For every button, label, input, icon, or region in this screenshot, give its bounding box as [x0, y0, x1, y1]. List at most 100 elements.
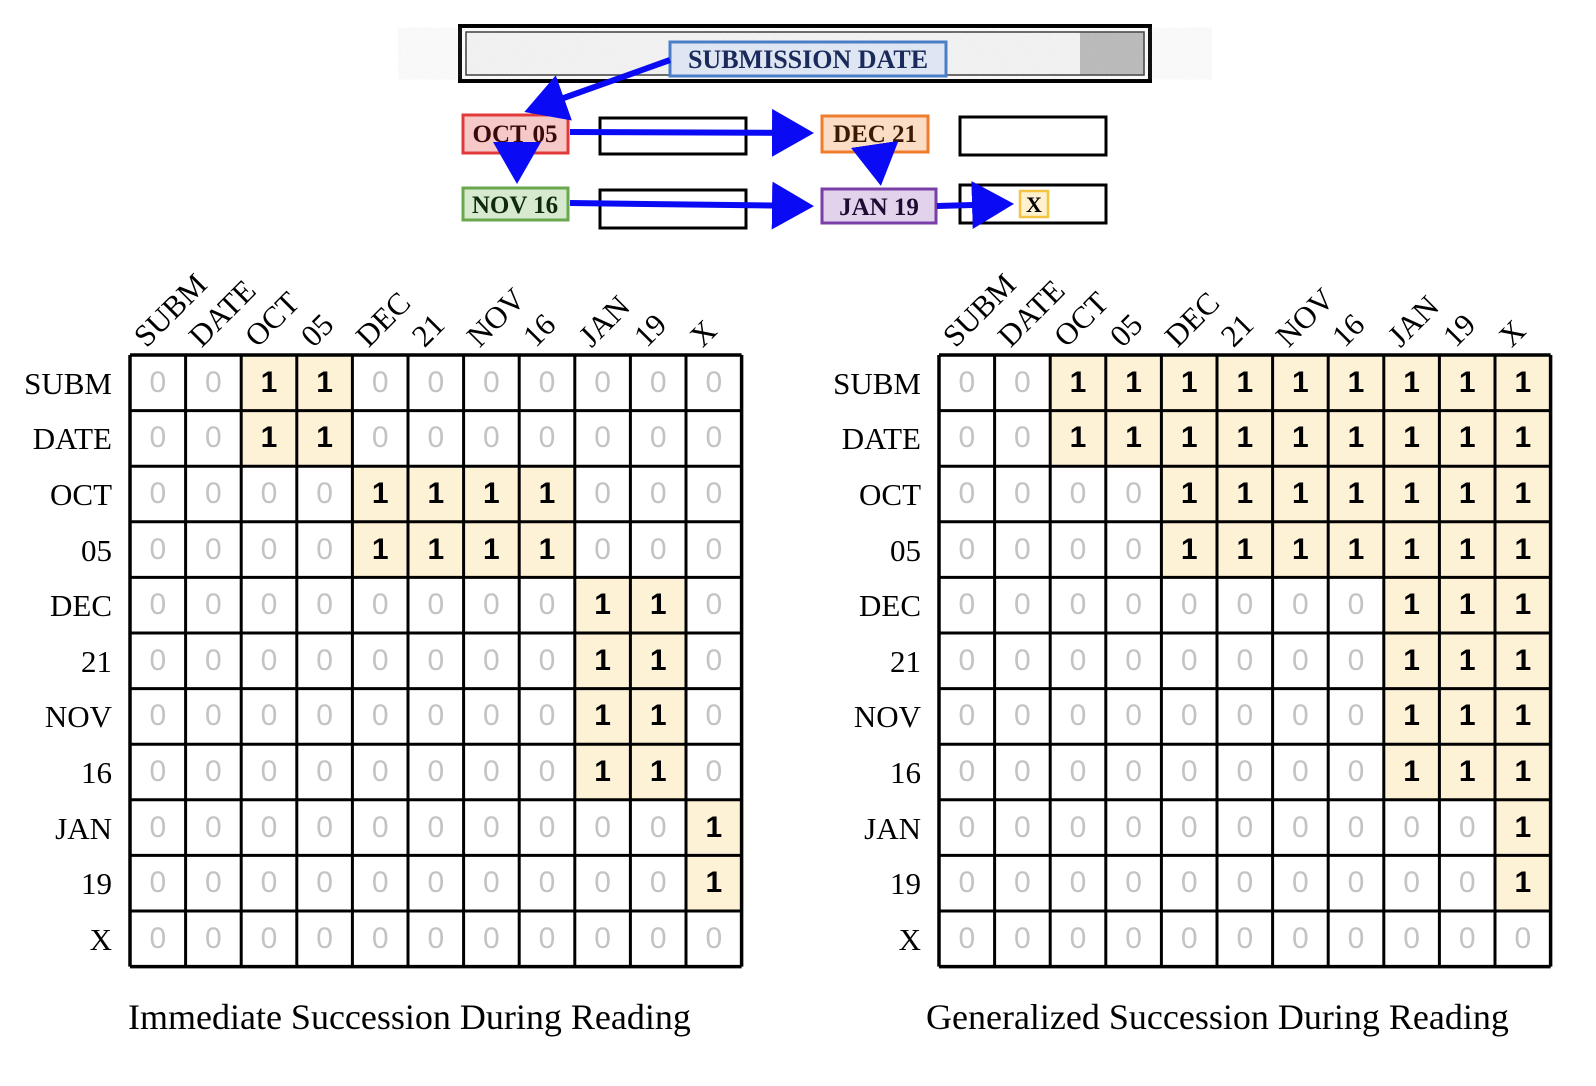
matrix-cell: 0: [705, 365, 723, 399]
matrix-cell: 0: [205, 365, 222, 399]
row-label-oct: OCT: [50, 477, 112, 512]
matrix-cell: 0: [260, 532, 278, 566]
matrix-cell: 0: [958, 476, 976, 510]
matrix-cell: 0: [260, 810, 278, 844]
field-oct05: OCT 05: [461, 113, 570, 155]
matrix-cell: 0: [594, 421, 611, 455]
arrow-dec21-to-jan19: [850, 140, 899, 186]
matrix-cell: 1: [686, 799, 742, 856]
matrix-cell: 0: [1014, 699, 1031, 733]
matrix-cell: 0: [483, 365, 500, 399]
column-label-21: 21: [404, 306, 452, 354]
caption-generalized: Generalized Succession During Reading: [926, 997, 1509, 1037]
matrix-cell: 1: [1495, 410, 1551, 467]
matrix-cell: 0: [594, 866, 611, 900]
matrix-cell: 0: [260, 754, 278, 788]
matrix-cell: 0: [538, 643, 556, 677]
matrix-cell: 0: [1347, 810, 1365, 844]
matrix-cell: 0: [1069, 532, 1087, 566]
matrix-cell: 1: [1050, 355, 1106, 411]
matrix-cell: 1: [1439, 521, 1495, 578]
arrow-nov16-to-jan19: [569, 181, 814, 230]
matrix-cell: 1: [1495, 688, 1551, 745]
matrix-cell: 1: [630, 688, 686, 745]
matrix-cell: 0: [205, 532, 222, 566]
column-label-jan: JAN: [571, 288, 637, 354]
matrix-cell: 0: [1292, 866, 1309, 900]
matrix-cell: 1: [241, 410, 297, 467]
matrix-cell: 0: [958, 421, 976, 455]
matrix-cell: 0: [483, 866, 500, 900]
matrix-cell: 0: [1069, 476, 1087, 510]
matrix-cell: 0: [149, 643, 167, 677]
matrix-cell: 0: [1347, 699, 1365, 733]
matrix-cell: 1: [574, 744, 631, 800]
matrix-cell: 0: [427, 365, 445, 399]
column-label-x: X: [1491, 312, 1533, 354]
row-label-date: DATE: [841, 421, 921, 457]
field-dec21: DEC 21: [820, 114, 930, 154]
arrow-header-to-oct05: [524, 57, 672, 121]
matrix-cell: 0: [538, 588, 556, 622]
field-nov16: NOV 16: [461, 186, 570, 222]
matrix-cell: 0: [260, 643, 278, 677]
matrix-cell: 1: [241, 355, 297, 411]
matrix-cell: 0: [538, 754, 556, 788]
matrix-cell: 0: [205, 754, 222, 788]
matrix-cell: 0: [371, 866, 389, 900]
matrix-cell: 0: [1125, 699, 1142, 733]
matrix-cell: 0: [958, 699, 976, 733]
matrix-cell: 0: [1292, 921, 1309, 955]
field-nov16-text: NOV 16: [472, 192, 558, 219]
field-x: X: [1018, 189, 1050, 219]
matrix-cell: 1: [1439, 688, 1495, 745]
matrix-cell: 0: [594, 532, 611, 566]
matrix-cell: 0: [1014, 365, 1031, 399]
matrix-cell: 1: [1439, 466, 1495, 522]
matrix-cell: 1: [1495, 577, 1551, 633]
matrix-cell: 0: [1403, 810, 1420, 844]
matrix-cell: 0: [260, 921, 278, 955]
matrix-cell: 0: [371, 365, 389, 399]
matrix-cell: 0: [1292, 699, 1309, 733]
matrix-cell: 1: [1439, 577, 1495, 633]
matrix-cell: 1: [1495, 355, 1551, 411]
matrix-cell: 0: [316, 699, 333, 733]
matrix-cell: 0: [483, 921, 500, 955]
matrix-cell: 0: [316, 643, 333, 677]
matrix-cell: 0: [1347, 754, 1365, 788]
matrix-cell: 0: [1403, 921, 1420, 955]
matrix-cell: 0: [1180, 754, 1198, 788]
matrix-cell: 0: [649, 365, 667, 399]
matrix-cell: 0: [149, 754, 167, 788]
matrix-cell: 1: [574, 688, 631, 745]
matrix-cell: 0: [371, 810, 389, 844]
matrix-cell: 1: [463, 521, 520, 578]
matrix-grid: [128, 353, 744, 969]
matrix-cell: 0: [316, 588, 333, 622]
matrix-cell: 1: [408, 521, 464, 578]
matrix-cell: 0: [371, 921, 389, 955]
field-jan19: JAN 19: [820, 187, 938, 225]
matrix-cell: 0: [1292, 588, 1309, 622]
matrix-cell: 0: [958, 365, 976, 399]
column-label-dec: DEC: [348, 284, 418, 354]
matrix-cell: 0: [705, 588, 723, 622]
matrix-cell: 0: [594, 476, 611, 510]
row-label-16: 16: [81, 755, 112, 790]
column-label-nov: NOV: [1269, 281, 1342, 354]
matrix-cell: 1: [1383, 521, 1440, 578]
matrix-cell: 0: [1125, 810, 1142, 844]
matrix-cell: 1: [1383, 410, 1440, 467]
matrix-cell: 0: [1014, 532, 1031, 566]
matrix-cell: 0: [205, 921, 222, 955]
matrix-cell: 1: [1272, 521, 1329, 578]
column-label-16: 16: [515, 306, 563, 354]
matrix-cell: 0: [1069, 588, 1087, 622]
row-label-jan: JAN: [864, 810, 921, 846]
matrix-cell: 0: [1014, 643, 1031, 677]
matrix-cell: 1: [1050, 410, 1106, 467]
matrix-cell: 1: [630, 744, 686, 800]
column-label-05: 05: [293, 306, 340, 354]
matrix-cell: 0: [1236, 643, 1254, 677]
